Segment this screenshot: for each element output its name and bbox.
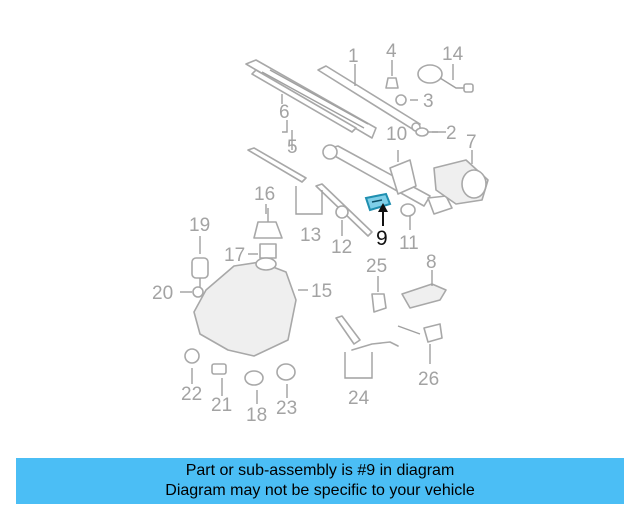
nozzle-26	[397, 323, 443, 343]
callout-25: 25	[366, 256, 387, 277]
callout-6: 6	[279, 102, 290, 123]
callout-14: 14	[442, 44, 464, 65]
callout-16: 16	[254, 184, 275, 205]
highlighted-part-9	[364, 192, 392, 212]
cap-18	[244, 370, 264, 386]
wiper-linkage	[322, 144, 453, 215]
callout-18: 18	[246, 405, 267, 426]
callout-22: 22	[181, 384, 202, 405]
callout-19: 19	[189, 215, 210, 236]
cap-23	[276, 363, 296, 381]
washer-reservoir	[193, 257, 297, 357]
callout-20: 20	[152, 283, 173, 304]
wiper-arm	[317, 65, 421, 132]
washer-pump	[253, 208, 283, 239]
pump-motor	[191, 257, 209, 288]
parts-diagram: 1 2 3 4 5 6 7 8 9 10 11 12 13 14 15 16 1…	[152, 41, 489, 426]
callout-2: 2	[446, 123, 457, 144]
callout-13: 13	[300, 225, 321, 246]
fill-neck	[259, 243, 277, 259]
callout-4: 4	[386, 41, 397, 62]
wiper-motor	[433, 159, 489, 205]
grommet	[400, 203, 416, 217]
callout-24: 24	[348, 388, 370, 409]
callout-10: 10	[386, 124, 407, 145]
info-banner: Part or sub-assembly is #9 in diagram Di…	[16, 458, 624, 504]
nozzle-21	[211, 363, 227, 375]
callout-21: 21	[211, 395, 232, 416]
callout-15: 15	[311, 281, 332, 302]
bracket-8	[401, 283, 447, 309]
callout-7: 7	[466, 132, 477, 153]
cap-nut	[385, 77, 399, 89]
banner-part-line: Part or sub-assembly is #9 in diagram	[185, 462, 455, 479]
banner-disclaimer-line: Diagram may not be specific to your vehi…	[165, 482, 475, 499]
grommet-22	[184, 348, 200, 364]
grommet-hose	[417, 64, 474, 93]
washer	[395, 94, 407, 106]
connector-25	[371, 293, 387, 313]
hose-24	[335, 315, 399, 351]
callout-5: 5	[287, 137, 298, 158]
clip	[335, 205, 349, 219]
callout-3: 3	[423, 91, 434, 112]
callout-11: 11	[399, 233, 419, 254]
callout-17: 17	[224, 245, 245, 266]
leader-lines	[180, 60, 473, 404]
callout-8: 8	[426, 252, 437, 273]
highlight-arrow	[378, 203, 388, 226]
pump-seal	[192, 286, 204, 298]
wiper-blade	[245, 59, 377, 139]
callout-23: 23	[276, 398, 297, 419]
callout-1: 1	[348, 46, 359, 67]
callout-9: 9	[376, 227, 388, 250]
callout-26: 26	[418, 369, 439, 390]
callout-12: 12	[331, 237, 352, 258]
